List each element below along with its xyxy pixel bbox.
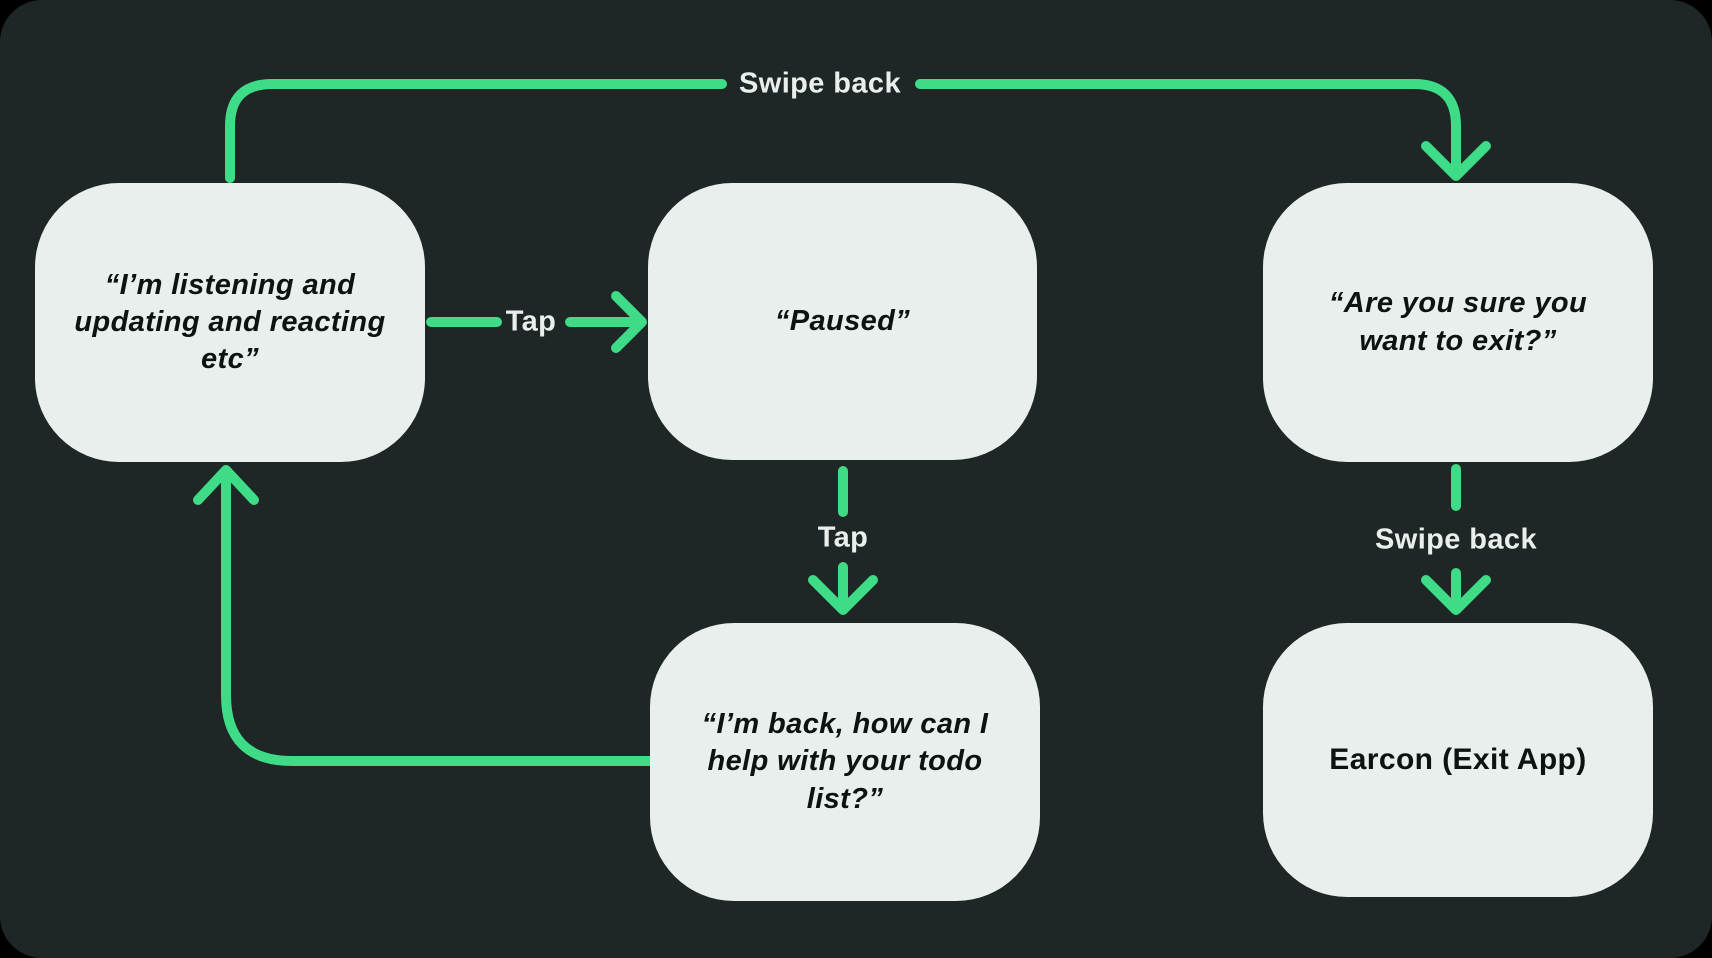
arrowhead-down-icon <box>808 575 878 615</box>
node-earcon-label: Earcon (Exit App) <box>1329 742 1587 776</box>
node-back-help-label: “I’m back, how can I help with your todo… <box>701 708 989 815</box>
node-paused-state: “Paused” <box>648 183 1037 460</box>
edge-swipe-back-top-right-segment <box>915 79 1461 171</box>
node-listening-state: “I’m listening and updating and reacting… <box>35 183 425 462</box>
node-confirm-exit-state: “Are you sure you want to exit?” <box>1263 183 1653 462</box>
edge-return-loop-segment <box>221 471 655 766</box>
edge-label-tap-right: Tap <box>505 305 557 338</box>
node-confirm-exit-label: “Are you sure you want to exit?” <box>1328 287 1588 357</box>
edge-label-swipe-back-down: Swipe back <box>1375 523 1537 556</box>
arrowhead-down-icon <box>1421 575 1491 615</box>
edge-label-swipe-back-top: Swipe back <box>739 67 901 100</box>
node-back-help-state: “I’m back, how can I help with your todo… <box>650 623 1040 901</box>
node-listening-label: “I’m listening and updating and reacting… <box>74 268 386 376</box>
arrowhead-down-icon <box>1421 141 1491 181</box>
node-paused-label: “Paused” <box>774 304 911 337</box>
edge-swipe-back-top-left-segment <box>225 79 727 183</box>
node-earcon-exit-state: Earcon (Exit App) <box>1263 623 1653 897</box>
arrowhead-right-icon <box>611 291 647 353</box>
arrowhead-up-icon <box>193 465 259 505</box>
edge-label-tap-down: Tap <box>817 521 869 554</box>
